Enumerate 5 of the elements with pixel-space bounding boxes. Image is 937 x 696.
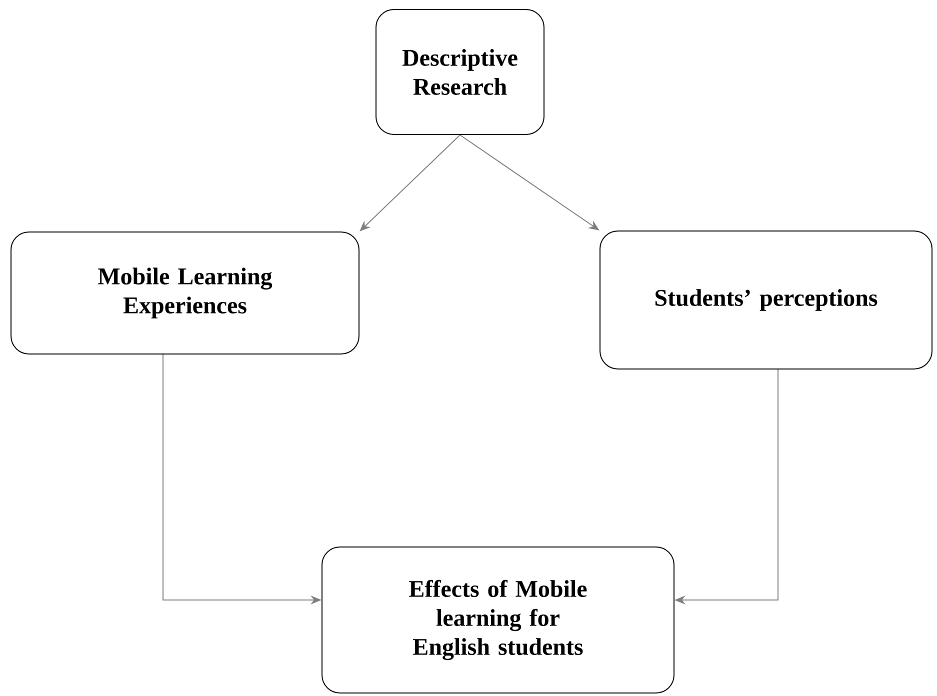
process-box: Effects of Mobile learning for English students [322,546,674,694]
process-box: Students’ perceptions [600,230,932,370]
process-box: Mobile Learning Experiences [10,232,360,354]
process-box: Descriptive Research [376,9,544,135]
arrow [360,134,460,232]
